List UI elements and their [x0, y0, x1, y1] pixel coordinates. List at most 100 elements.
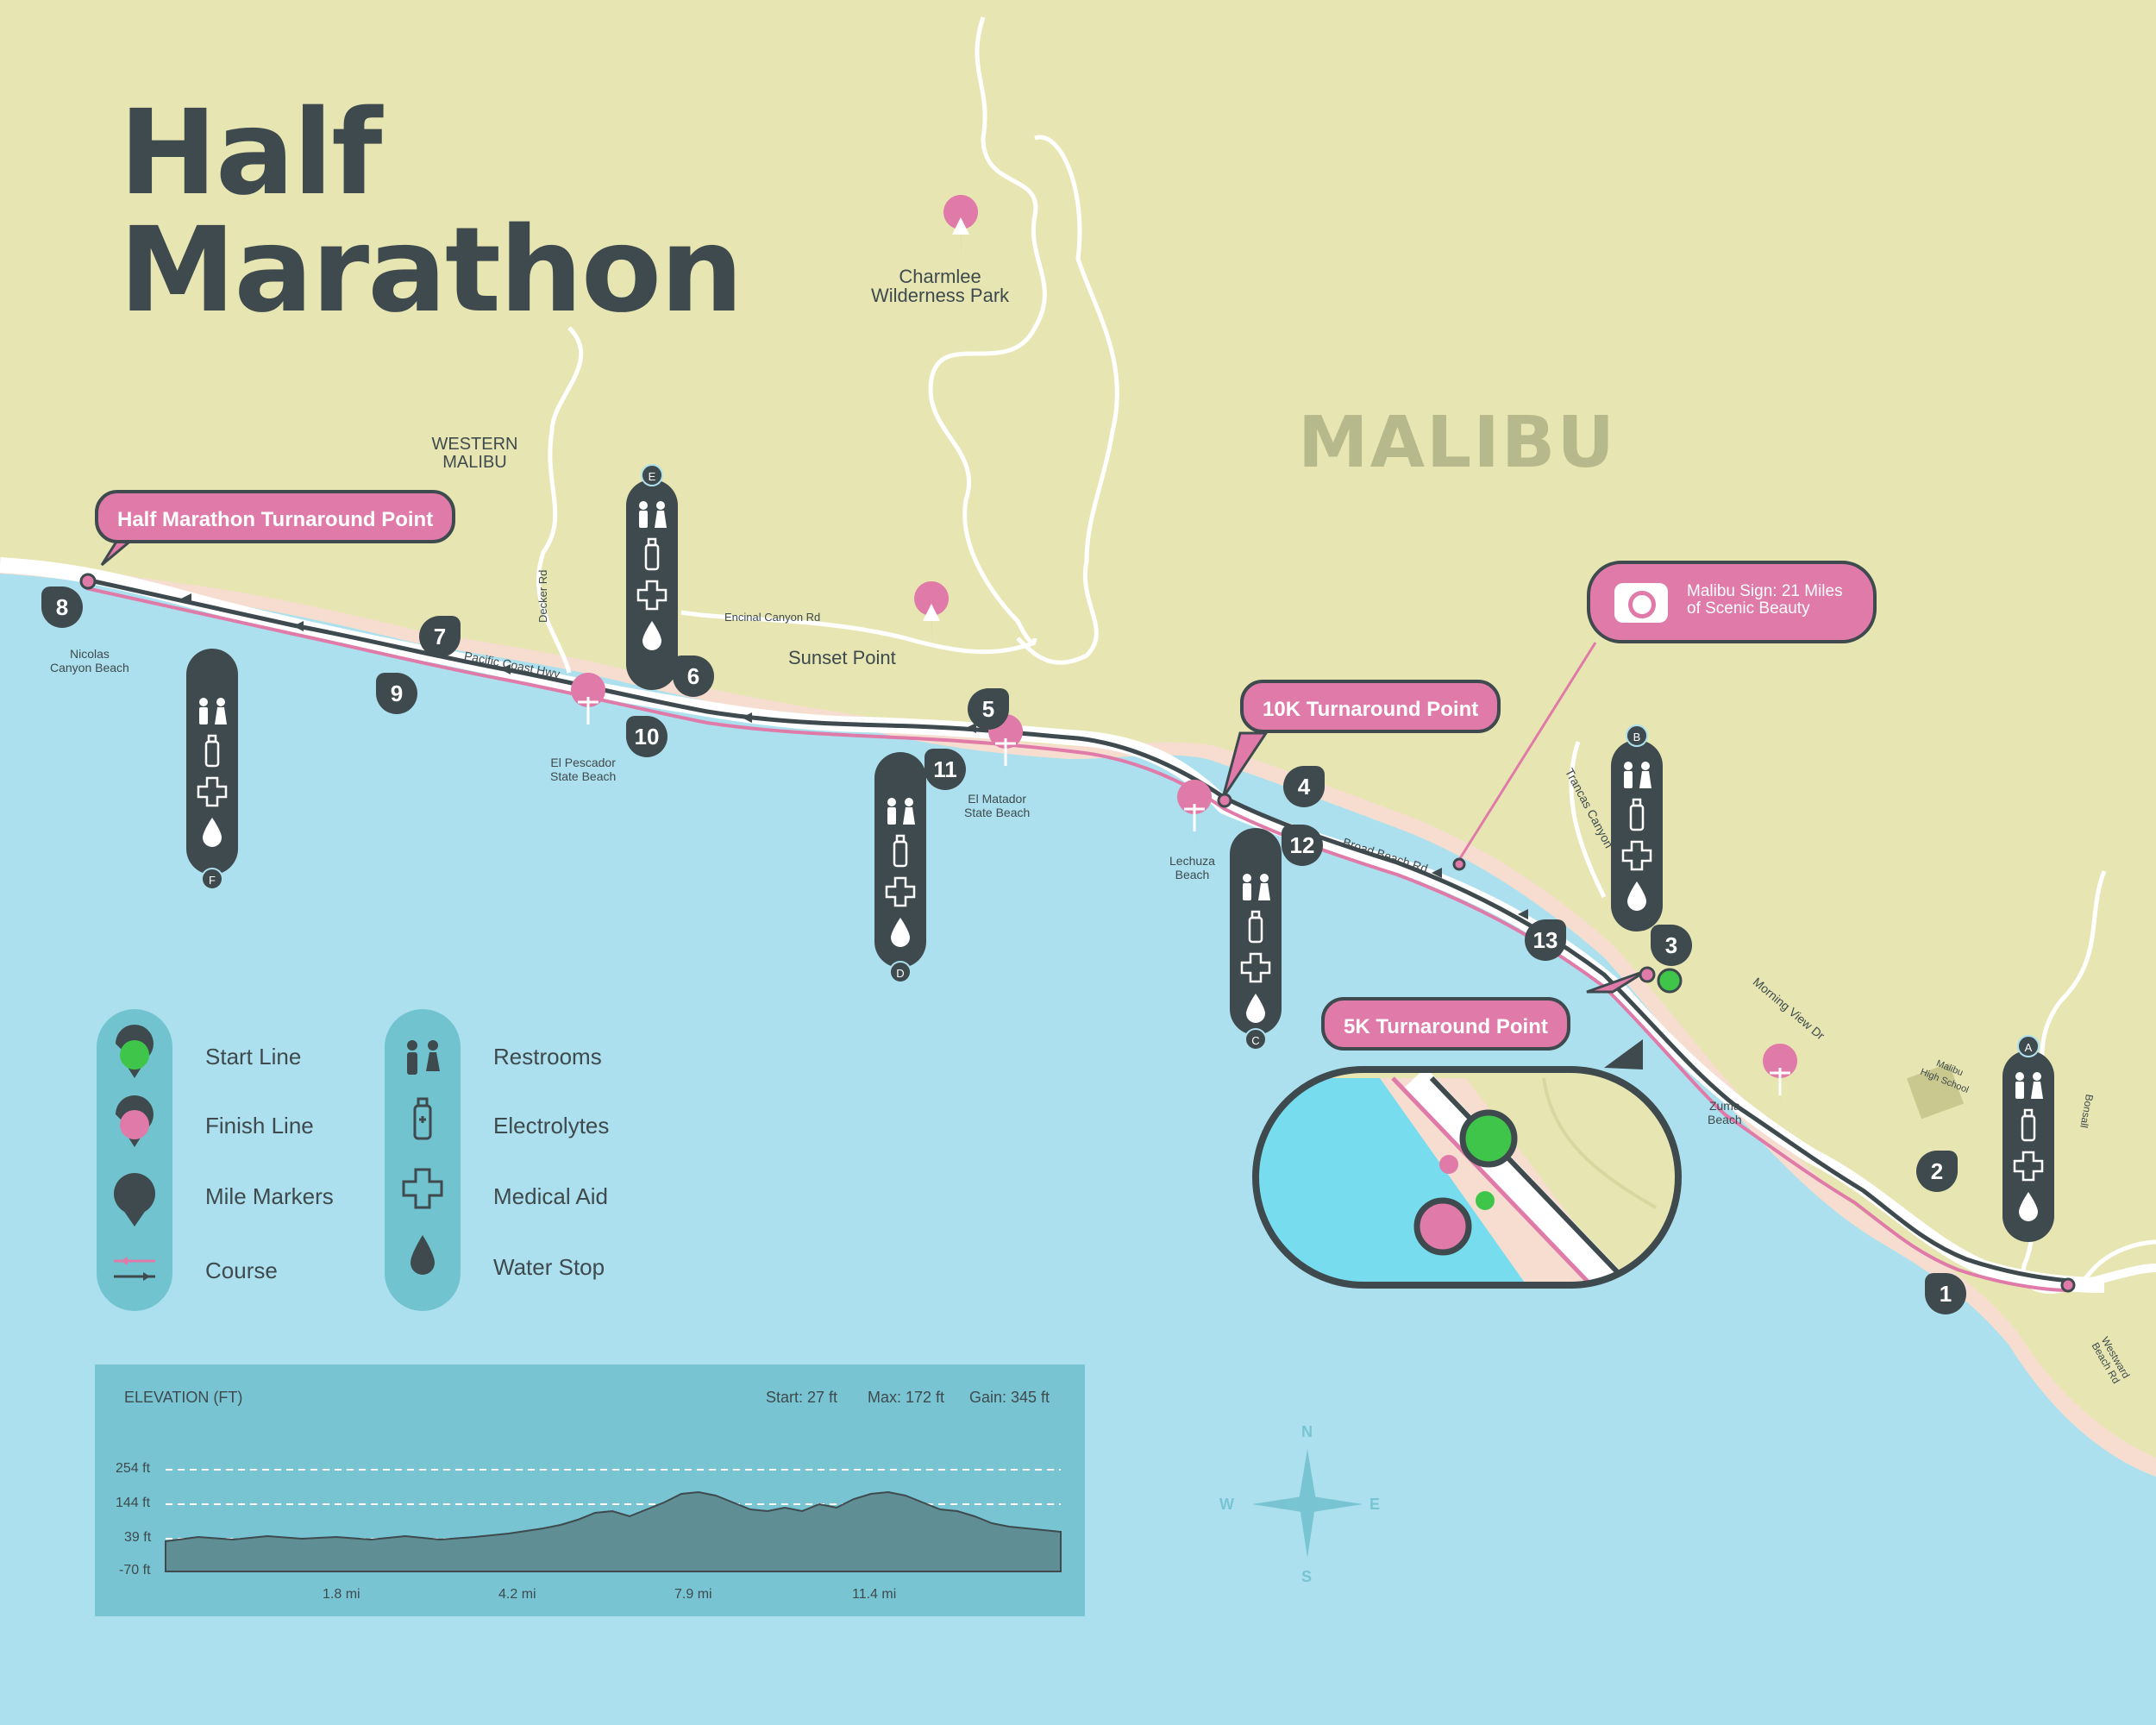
fivek-turn-dot [1639, 966, 1656, 983]
medical-cross-icon [2013, 1151, 2044, 1182]
bottle-icon [413, 1097, 432, 1140]
road-decker [536, 326, 584, 674]
legend-services-icons [402, 1040, 443, 1275]
tenk-turn-pointer [1221, 731, 1269, 799]
station-icons [1230, 828, 1282, 1025]
station-icons [874, 752, 926, 949]
elevation-y-tick: 254 ft [116, 1461, 151, 1476]
mile-marker-1: 1 [1925, 1273, 1966, 1314]
mile-marker-icon [114, 1173, 155, 1226]
camera-icon [1614, 583, 1668, 623]
aid-station-e: E [626, 464, 678, 690]
road-inland [928, 16, 1047, 645]
elevation-y-tick: 39 ft [124, 1530, 152, 1545]
aid-station-b: B [1611, 724, 1663, 932]
legend-markers-icons [114, 1025, 155, 1281]
elevation-x-tick: 4.2 mi [498, 1587, 536, 1602]
palm-tree-icon [1763, 1044, 1798, 1118]
elevation-profile-chart [165, 1469, 1062, 1572]
subregion-label: WESTERN MALIBU [431, 435, 518, 472]
mile-marker-13: 13 [1525, 919, 1566, 961]
restrooms-icon [1243, 874, 1270, 900]
malibu-sign-pointer [1456, 642, 1597, 863]
station-letter: F [201, 868, 223, 890]
elevation-gain: Gain: 345 ft [969, 1389, 1050, 1406]
elevation-panel: ELEVATION (FT) Start: 27 ft Max: 172 ft … [95, 1364, 1085, 1616]
aid-station-f: F [186, 649, 238, 890]
water-drop-icon [891, 918, 910, 947]
inset-finish-pin [1413, 1197, 1472, 1256]
legend-course-label: Course [205, 1258, 278, 1283]
palm-tree-icon [571, 673, 606, 747]
mile-marker-9: 9 [376, 673, 417, 714]
station-letter: A [2017, 1035, 2040, 1057]
bottle-icon [644, 537, 660, 571]
road-label-encinal: Encinal Canyon Rd [724, 611, 821, 624]
station-icons [1611, 740, 1663, 913]
medical-cross-icon [1240, 952, 1271, 983]
restrooms-icon [407, 1040, 440, 1075]
water-drop-icon [1627, 881, 1646, 911]
road-charmlee [1016, 135, 1119, 665]
elevation-start: Start: 27 ft [766, 1389, 838, 1406]
water-drop-icon [642, 621, 661, 650]
school-block [1907, 1063, 1964, 1120]
compass-rose [1252, 1449, 1363, 1558]
medical-cross-icon [402, 1168, 443, 1209]
legend-restrooms-label: Restrooms [493, 1044, 602, 1070]
page-title: Half Marathon [119, 85, 743, 339]
water-drop-icon [411, 1235, 435, 1275]
water-drop-icon [1246, 994, 1265, 1023]
mile-marker-6: 6 [673, 656, 714, 697]
mile-marker-7: 7 [419, 616, 461, 657]
elevation-x-tick: 7.9 mi [674, 1587, 712, 1602]
elevation-max: Max: 172 ft [868, 1389, 945, 1406]
mile-marker-11: 11 [924, 749, 966, 790]
legend-mile-label: Mile Markers [205, 1183, 334, 1209]
palm-tree-icon [988, 714, 1024, 788]
legend-finish-label: Finish Line [205, 1113, 314, 1138]
mile-marker-4: 4 [1283, 766, 1325, 807]
elevation-title: ELEVATION (FT) [124, 1389, 243, 1406]
station-letter: C [1244, 1028, 1267, 1051]
start-line-marker [1657, 968, 1683, 994]
start-pin-icon [116, 1025, 154, 1078]
aid-station-c: C [1230, 828, 1282, 1051]
medical-cross-icon [885, 876, 916, 907]
station-letter: B [1626, 724, 1648, 747]
bottle-icon [893, 834, 908, 868]
medical-cross-icon [1621, 840, 1652, 871]
inset-start-pin [1459, 1109, 1518, 1168]
aid-station-d: D [874, 752, 926, 983]
tenk-turnaround-callout: 10K Turnaround Point [1240, 680, 1501, 733]
station-letter: E [641, 464, 663, 486]
palm-tree-icon [1177, 780, 1213, 854]
half-turnaround-callout: Half Marathon Turnaround Point [95, 490, 456, 543]
bottle-icon [204, 734, 220, 768]
restrooms-icon [887, 798, 915, 825]
road-trancas [1569, 741, 1607, 899]
mile-marker-12: 12 [1282, 825, 1323, 866]
elevation-y-tick: 144 ft [116, 1496, 151, 1510]
legend-electrolytes-label: Electrolytes [493, 1113, 610, 1138]
restrooms-icon [2015, 1072, 2043, 1099]
aid-station-a: A [2002, 1035, 2054, 1242]
finish-pin-icon [116, 1095, 154, 1147]
mile-marker-10: 10 [626, 716, 667, 757]
fivek-turnaround-callout: 5K Turnaround Point [1321, 997, 1570, 1051]
place-sunset-point: Sunset Point [788, 647, 896, 668]
course-arrows [181, 593, 1528, 919]
station-icons [626, 480, 678, 652]
elevation-x-tick: 11.4 mi [852, 1587, 897, 1602]
mile-marker-8: 8 [41, 586, 83, 628]
bottle-icon [2021, 1108, 2036, 1142]
station-letter: D [889, 961, 912, 983]
mile-marker-3: 3 [1651, 925, 1692, 966]
